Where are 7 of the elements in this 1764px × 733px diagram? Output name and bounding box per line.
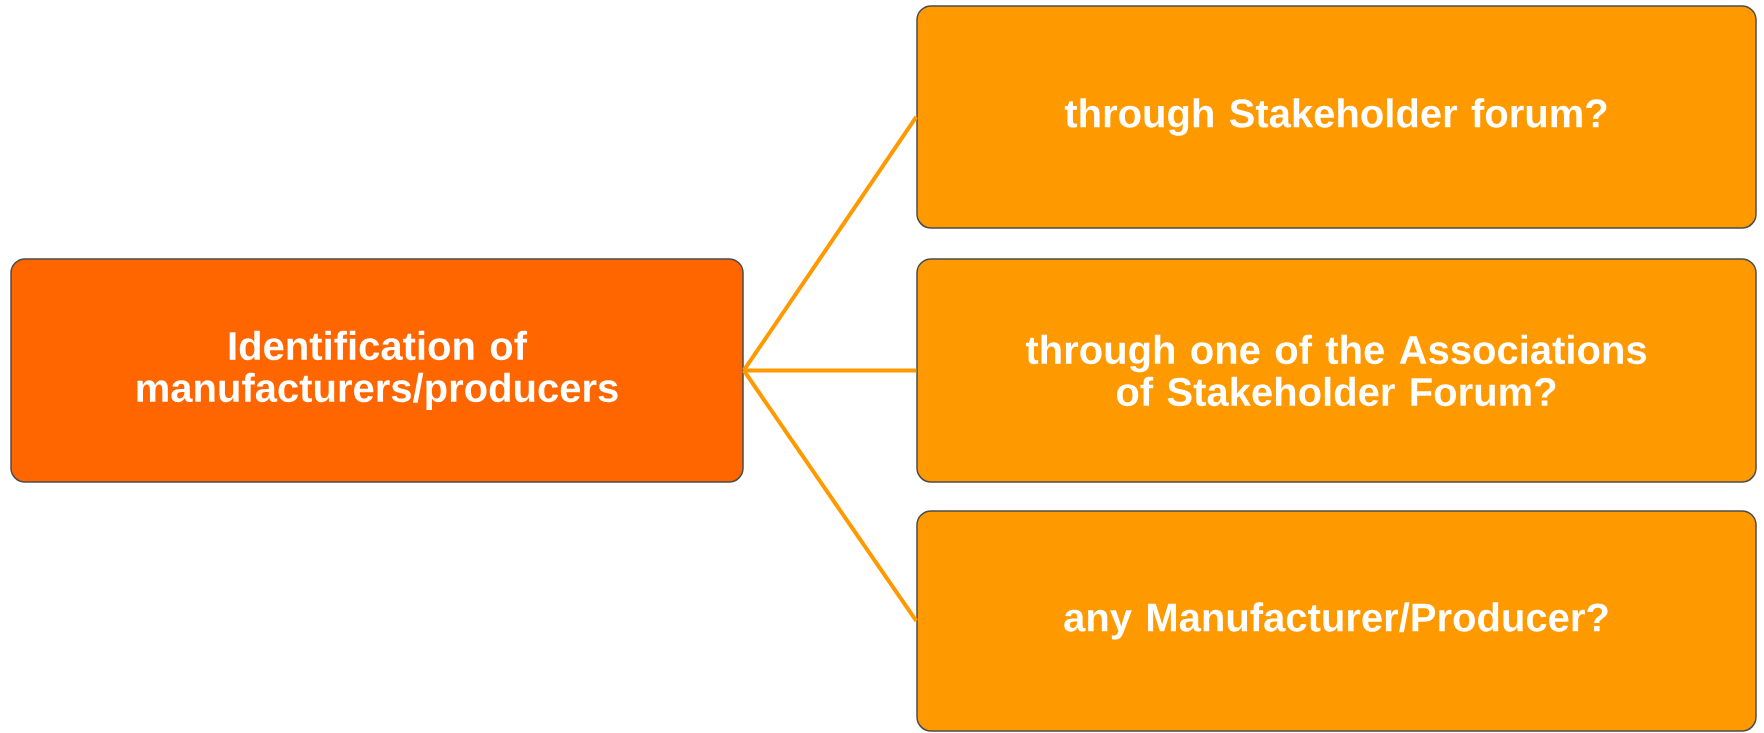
connector-line bbox=[742, 369, 918, 623]
process-box: through Stakeholder forum? bbox=[916, 5, 1757, 229]
connector-line bbox=[743, 368, 917, 373]
process-box: through one of the Associations of Stakeholder Forum? bbox=[916, 258, 1757, 483]
process-box: Identification of manufacturers/producers bbox=[10, 258, 744, 483]
connector-line bbox=[742, 115, 918, 372]
process-box: any Manufacturer/Producer? bbox=[916, 510, 1757, 732]
